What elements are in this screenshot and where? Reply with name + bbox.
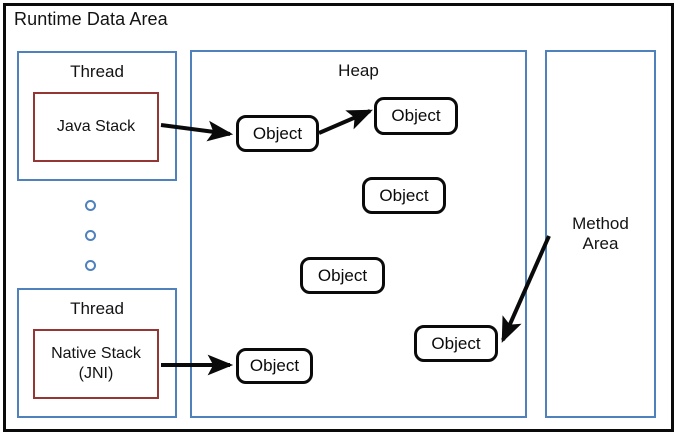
native-stack-label-line1: Native Stack	[51, 345, 141, 362]
region-thread-top-label: Thread	[70, 62, 124, 81]
region-thread-bottom-label: Thread	[70, 299, 124, 318]
native-stack-box[interactable]: Native Stack (JNI)	[33, 329, 159, 399]
object-label: Object	[431, 333, 481, 353]
object-label: Object	[379, 185, 429, 205]
region-method-area-label: Method Area	[547, 214, 654, 254]
object-box-6[interactable]: Object	[236, 348, 313, 384]
region-method-area[interactable]: Method Area	[545, 50, 656, 418]
ellipsis-circle-1	[85, 200, 96, 211]
region-method-area-label-line1: Method	[572, 213, 629, 233]
region-method-area-label-line2: Area	[582, 234, 619, 253]
region-heap-label: Heap	[338, 61, 379, 80]
ellipsis-circle-2	[85, 230, 96, 241]
object-box-5[interactable]: Object	[414, 325, 498, 362]
object-label: Object	[249, 356, 300, 375]
object-box-2[interactable]: Object	[374, 97, 458, 135]
object-label: Object	[252, 123, 303, 143]
object-label: Object	[317, 265, 368, 285]
java-stack-box[interactable]: Java Stack	[33, 92, 159, 162]
java-stack-label: Java Stack	[56, 118, 136, 135]
object-box-1[interactable]: Object	[236, 115, 319, 152]
object-box-3[interactable]: Object	[362, 177, 446, 214]
page-title: Runtime Data Area	[14, 9, 168, 29]
object-box-4[interactable]: Object	[300, 257, 385, 294]
ellipsis-circle-3	[85, 260, 96, 271]
native-stack-label-line2: (JNI)	[78, 365, 114, 382]
object-label: Object	[391, 106, 441, 125]
